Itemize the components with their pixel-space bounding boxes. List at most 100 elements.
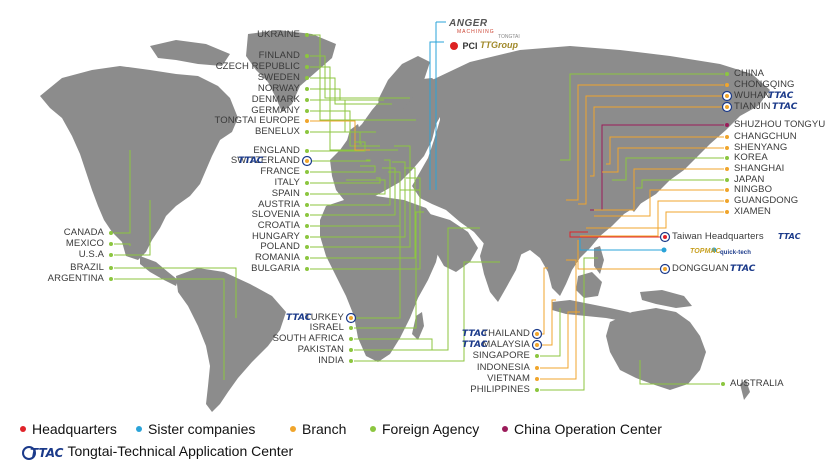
- greenland-shape: [246, 30, 336, 112]
- ttac-logo-icon: TTAC: [730, 264, 756, 274]
- spain-leader-line: [310, 179, 386, 195]
- romania-dot: [305, 256, 309, 260]
- ningbo-dot: [725, 188, 729, 192]
- leader-markers: [109, 33, 733, 392]
- finland-label: FINLAND: [258, 50, 300, 61]
- taiwan-hq-leader-line: [569, 231, 662, 238]
- france-label: FRANCE: [260, 166, 300, 177]
- pakistan-label: PAKISTAN: [297, 344, 344, 355]
- australia-label: AUSTRALIA: [730, 378, 784, 389]
- singapore-leader-line: [540, 308, 561, 357]
- korea-dot: [725, 156, 729, 160]
- shanghai-leader-line: [594, 168, 724, 211]
- ttac-logo-icon: TTAC: [286, 313, 312, 323]
- japan-leader-line: [636, 179, 724, 189]
- thailand-label: THAILAND: [482, 328, 530, 339]
- indonesia-leader-line: [540, 311, 580, 369]
- wuhan-label: WUHAN: [734, 90, 771, 101]
- austria-leader-line: [310, 159, 391, 206]
- tianjin-ttac-logo: TTAC: [772, 101, 797, 113]
- sister-taiwan-leader-line: [579, 238, 662, 251]
- legend-headquarters: Headquarters: [20, 421, 117, 437]
- turkey-center-dot: [349, 316, 353, 320]
- ttac-logo-icon: TTAC: [462, 329, 488, 339]
- indonesia-label: INDONESIA: [476, 362, 530, 373]
- suzhou-label: SHUZHOU TONGYU: [734, 119, 826, 130]
- mexico-dot: [109, 242, 113, 246]
- canada-leader-line: [114, 150, 131, 234]
- thailand-leader-line: [540, 267, 548, 335]
- taiwan-hq-center-dot: [663, 235, 667, 239]
- changchun-leader-line: [606, 136, 724, 165]
- romania-leader-line: [310, 167, 416, 259]
- croatia-dot: [305, 224, 309, 228]
- quick-tech-sister-dot: [711, 247, 717, 253]
- quick-tech-logo: quick-tech: [720, 250, 752, 256]
- denmark-label: DENMARK: [251, 94, 300, 105]
- poland-label: POLAND: [260, 241, 300, 252]
- turkey-ttac-logo: TTAC: [286, 312, 311, 324]
- new-zealand-shape: [740, 380, 750, 400]
- topmac-sister-dot: [661, 247, 667, 253]
- ningbo-leader-line: [594, 189, 724, 217]
- germany-dot: [305, 109, 309, 113]
- norway-label: NORWAY: [257, 83, 300, 94]
- japan-dot: [725, 178, 729, 182]
- turkey-label: TURKEY: [304, 312, 344, 323]
- usa-dot: [109, 253, 113, 257]
- czech-dot: [305, 65, 309, 69]
- ukraine-dot: [305, 33, 309, 37]
- ukraine-label: UKRAINE: [257, 29, 300, 40]
- legend-sister: Sister companies: [136, 421, 255, 437]
- canada-dot: [109, 231, 113, 235]
- tongtai-europe-dot: [305, 119, 309, 123]
- philippines-shape: [594, 246, 604, 274]
- legend-operation: China Operation Center: [502, 421, 662, 437]
- canada-label: CANADA: [63, 227, 104, 238]
- china-leader-line: [560, 73, 724, 161]
- israel-leader-line: [354, 211, 424, 329]
- benelux-leader-line: [310, 131, 362, 145]
- hungary-dot: [305, 235, 309, 239]
- malaysia-label: MALAYSIA: [482, 339, 530, 350]
- argentina-label: ARGENTINA: [47, 273, 104, 284]
- ttac-logo-icon: TTAC: [768, 91, 794, 101]
- shanghai-dot: [725, 167, 729, 171]
- south-america-shape: [176, 268, 286, 412]
- tongtai-europe-label: TONGTAI EUROPE: [214, 115, 300, 126]
- arctic-islands-shape: [150, 40, 230, 66]
- shenyang-dot: [725, 146, 729, 150]
- thailand-ttac-logo: TTAC: [462, 328, 487, 340]
- dongguan-leader-line: [577, 240, 662, 270]
- wuhan-ttac-logo: TTAC: [768, 90, 793, 102]
- vietnam-leader-line: [540, 259, 577, 380]
- argentina-dot: [109, 277, 113, 281]
- dongguan-label: DONGGUAN: [672, 263, 729, 274]
- shenyang-label: SHENYANG: [734, 142, 788, 153]
- malaysia-leader-line: [540, 299, 556, 346]
- mexico-label: MEXICO: [65, 238, 104, 249]
- australia-leader-line: [639, 360, 720, 385]
- vietnam-label: VIETNAM: [487, 373, 530, 384]
- switzerland-leader-line: [310, 159, 371, 162]
- arabia-shape: [428, 214, 478, 272]
- topmac-logo: TOPMAC: [690, 248, 721, 255]
- xiamen-label: XIAMEN: [734, 206, 772, 217]
- tt-group-logo: TONGTAI TTGroup: [480, 34, 520, 50]
- central-america-shape: [140, 256, 178, 286]
- benelux-dot: [305, 130, 309, 134]
- austria-dot: [305, 203, 309, 207]
- italy-dot: [305, 181, 309, 185]
- india-shape: [480, 236, 522, 302]
- philippines-leader-line: [540, 257, 598, 391]
- finland-leader-line: [310, 55, 410, 99]
- xiamen-dot: [725, 210, 729, 214]
- malaysia-center-dot: [535, 343, 539, 347]
- xiamen-leader-line: [586, 211, 724, 229]
- israel-dot: [349, 326, 353, 330]
- guangdong-dot: [725, 199, 729, 203]
- norway-dot: [305, 87, 309, 91]
- operation-dot-icon: [502, 426, 508, 433]
- slovenia-dot: [305, 213, 309, 217]
